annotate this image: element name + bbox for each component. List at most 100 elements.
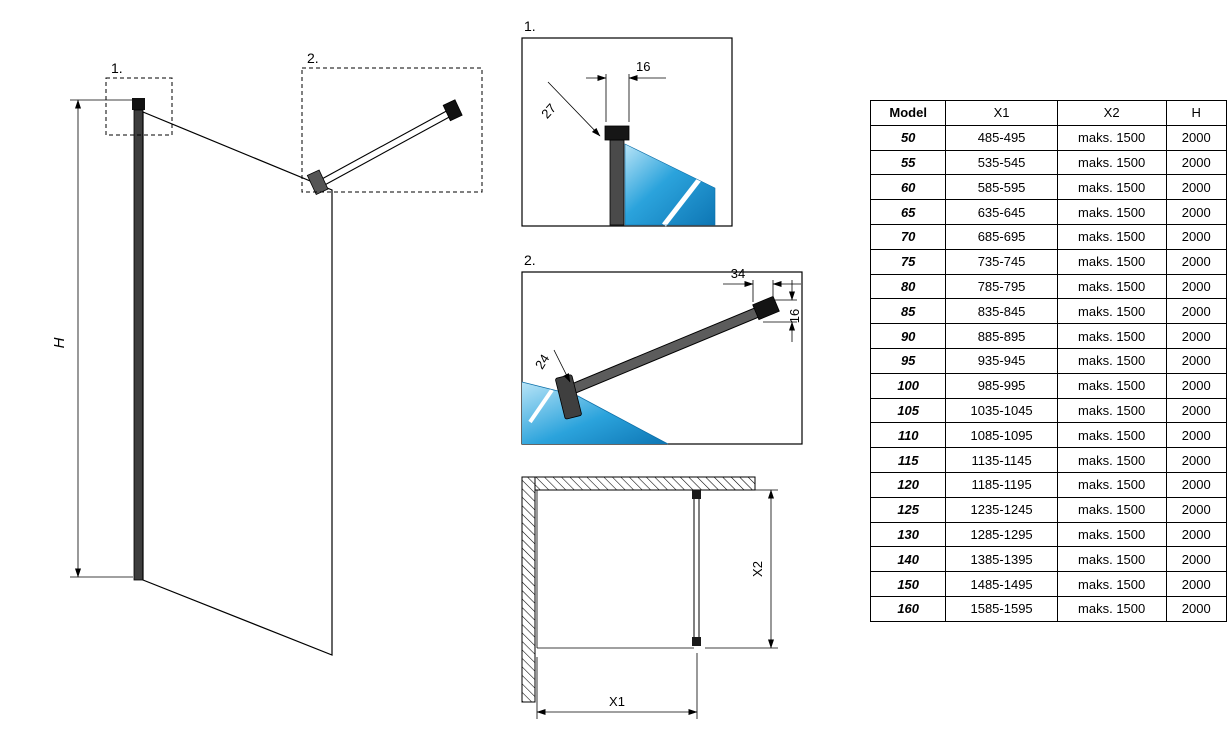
- value-cell: 785-795: [945, 273, 1058, 300]
- plan-tray-outline: [536, 490, 694, 649]
- value-cell: 2000: [1165, 372, 1227, 399]
- value-cell: maks. 1500: [1056, 124, 1167, 151]
- column-header-x2: X2: [1056, 100, 1167, 126]
- value-cell: 585-595: [945, 174, 1058, 201]
- model-cell: 55: [869, 149, 947, 176]
- value-cell: maks. 1500: [1056, 422, 1167, 449]
- value-cell: maks. 1500: [1056, 248, 1167, 275]
- bar-wall-bracket: [752, 295, 780, 321]
- plan-x2-label: X2: [750, 561, 765, 577]
- value-cell: 635-645: [945, 199, 1058, 225]
- model-cell: 60: [869, 174, 947, 201]
- value-cell: 2000: [1165, 521, 1227, 548]
- value-cell: maks. 1500: [1056, 323, 1167, 349]
- callout-2-label: 2.: [307, 50, 319, 66]
- value-cell: 485-495: [945, 124, 1058, 151]
- value-cell: 2000: [1165, 174, 1227, 201]
- callout-2: 2.: [301, 50, 483, 193]
- value-cell: maks. 1500: [1056, 546, 1167, 573]
- value-cell: 535-545: [945, 149, 1058, 176]
- model-cell: 80: [869, 273, 947, 300]
- main-elevation-drawing: H 1. 2.: [51, 50, 483, 656]
- value-cell: maks. 1500: [1056, 199, 1167, 225]
- detail-2-title: 2.: [524, 252, 536, 268]
- model-cell: 95: [869, 347, 947, 374]
- value-cell: 2000: [1165, 422, 1227, 449]
- value-cell: 2000: [1165, 347, 1227, 374]
- value-cell: 2000: [1165, 223, 1227, 250]
- value-cell: maks. 1500: [1056, 521, 1167, 548]
- bar-glass-clamp: [306, 169, 329, 196]
- plan-glass-panel: [692, 489, 701, 646]
- plan-dimension-x2: X2: [705, 489, 778, 649]
- model-cell: 65: [869, 199, 947, 225]
- model-cell: 115: [869, 447, 947, 473]
- model-cell: 150: [869, 571, 947, 597]
- dimension-h: H: [51, 99, 133, 578]
- value-cell: 2000: [1165, 571, 1227, 597]
- value-cell: 2000: [1165, 124, 1227, 151]
- value-cell: 2000: [1165, 298, 1227, 325]
- value-cell: 685-695: [945, 223, 1058, 250]
- value-cell: maks. 1500: [1056, 447, 1167, 473]
- plan-wall-profile: [692, 490, 701, 499]
- value-cell: 1585-1595: [945, 595, 1058, 622]
- model-cell: 120: [869, 471, 947, 498]
- model-cell: 70: [869, 223, 947, 250]
- detail-2-dim-24-label: 24: [532, 352, 552, 372]
- value-cell: 2000: [1165, 199, 1227, 225]
- plan-end-cap: [692, 637, 701, 646]
- detail-2-glass: [521, 381, 669, 445]
- plan-view-drawing: X2 X1: [521, 476, 778, 719]
- value-cell: maks. 1500: [1056, 496, 1167, 523]
- support-bar: [306, 99, 463, 196]
- model-cell: 75: [869, 248, 947, 275]
- detail-2-support-bar: [555, 295, 780, 420]
- model-cell: 160: [869, 595, 947, 622]
- detail-2-dimension-24: 24: [532, 349, 571, 383]
- value-cell: 1385-1395: [945, 546, 1058, 573]
- detail-1-dimension-16: 16: [586, 59, 666, 122]
- model-cell: 90: [869, 323, 947, 349]
- column-header-model: Model: [869, 100, 947, 126]
- value-cell: maks. 1500: [1056, 149, 1167, 176]
- plan-left-wall: [521, 476, 536, 703]
- value-cell: 1135-1145: [945, 447, 1058, 473]
- value-cell: 735-745: [945, 248, 1058, 275]
- detail-1-title: 1.: [524, 18, 536, 34]
- value-cell: 935-945: [945, 347, 1058, 374]
- model-cell: 125: [869, 496, 947, 523]
- model-cell: 130: [869, 521, 947, 548]
- model-cell: 110: [869, 422, 947, 449]
- column-header-x1: X1: [945, 100, 1058, 126]
- value-cell: 985-995: [945, 372, 1058, 399]
- callout-1: 1.: [105, 60, 173, 136]
- model-cell: 140: [869, 546, 947, 573]
- value-cell: 2000: [1165, 595, 1227, 622]
- value-cell: maks. 1500: [1056, 372, 1167, 399]
- value-cell: 1185-1195: [945, 471, 1058, 498]
- value-cell: maks. 1500: [1056, 174, 1167, 201]
- callout-2-box: [301, 67, 483, 193]
- value-cell: 2000: [1165, 273, 1227, 300]
- value-cell: maks. 1500: [1056, 223, 1167, 250]
- plan-dimension-x1: X1: [536, 653, 698, 719]
- glass-panel: [142, 111, 333, 656]
- detail-1-dim-16-label: 16: [636, 59, 650, 74]
- plan-top-wall: [521, 476, 756, 491]
- bar-wall-bracket: [442, 99, 463, 122]
- detail-2-dim-16-label: 16: [787, 309, 802, 323]
- column-header-h: H: [1165, 100, 1227, 126]
- plan-x1-label: X1: [609, 694, 625, 709]
- value-cell: 2000: [1165, 149, 1227, 176]
